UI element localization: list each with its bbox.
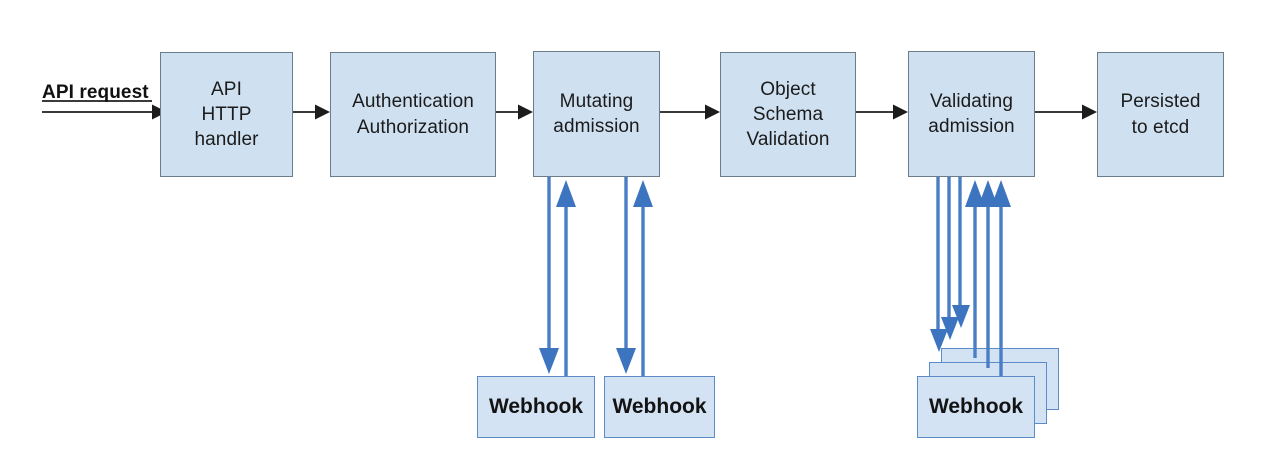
- arrow-auth-to-mutating: [496, 104, 533, 120]
- webhook-box-validating-1[interactable]: Webhook: [917, 376, 1035, 438]
- arrow-handler-to-auth: [293, 104, 330, 120]
- arrow-schema-to-validating: [856, 104, 908, 120]
- arrow-api-request-to-handler: [42, 104, 167, 120]
- webhook-box-mutating-1[interactable]: Webhook: [477, 376, 595, 438]
- arrow-webhook-1-to-mutating: [556, 180, 576, 376]
- arrow-webhook-2-to-mutating: [633, 180, 653, 376]
- webhook-box-mutating-2[interactable]: Webhook: [604, 376, 715, 438]
- arrow-webhook-2-to-validating: [978, 180, 998, 368]
- node-object-schema-validation[interactable]: Object Schema Validation: [720, 52, 856, 177]
- node-mutating-admission[interactable]: Mutating admission: [533, 51, 660, 177]
- arrow-webhook-1-to-validating: [991, 180, 1011, 378]
- arrow-mutating-to-webhook-1: [539, 177, 559, 374]
- arrow-validating-to-etcd: [1035, 104, 1097, 120]
- arrow-mutating-to-webhook-2: [616, 177, 636, 374]
- arrow-webhook-3-to-validating: [965, 180, 985, 358]
- node-validating-admission[interactable]: Validating admission: [908, 51, 1035, 177]
- arrow-validating-to-webhook-1: [952, 177, 970, 328]
- node-api-http-handler[interactable]: API HTTP handler: [160, 52, 293, 177]
- node-authentication-authorization[interactable]: Authentication Authorization: [330, 52, 496, 177]
- label-api-request: API request: [42, 82, 149, 103]
- arrow-mutating-to-schema: [660, 104, 720, 120]
- arrow-validating-to-webhook-3: [930, 177, 948, 352]
- node-persisted-to-etcd[interactable]: Persisted to etcd: [1097, 52, 1224, 177]
- arrow-validating-to-webhook-2: [941, 177, 959, 340]
